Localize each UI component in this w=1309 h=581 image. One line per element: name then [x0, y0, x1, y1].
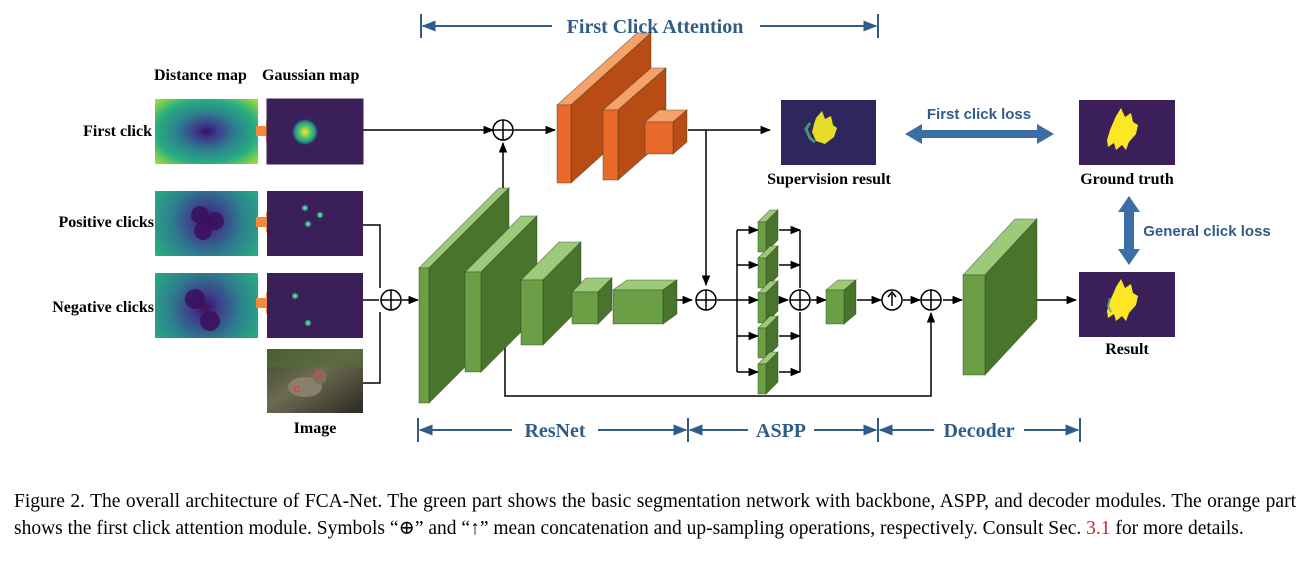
positive-clicks-label: Positive clicks [58, 214, 154, 231]
aspp-branch-2 [757, 245, 779, 289]
first-click-attention-span: First Click Attention [420, 14, 879, 38]
decoder-block [962, 217, 1038, 377]
first-click-attention-label: First Click Attention [567, 16, 744, 38]
decoder-label: Decoder [943, 420, 1014, 442]
image-label: Image [294, 420, 337, 437]
distance-map-negative-clicks [155, 273, 258, 338]
input-image [267, 349, 363, 413]
bottom-section-span: ResNet ASPP Decoder [417, 418, 1081, 442]
resnet-block-4 [571, 277, 613, 325]
distance-map-positive-clicks [155, 191, 258, 256]
distance-map-first-click [155, 99, 258, 164]
aspp-output-block [824, 279, 858, 325]
concat-symbol-aspp [789, 289, 811, 311]
concat-symbol-decoder [920, 289, 942, 311]
first-click-loss-label: First click loss [927, 106, 1031, 123]
concat-symbol-first-click [492, 119, 514, 141]
fca-net-diagram: First Click Attention ResNet ASPP Decode… [52, 14, 1271, 442]
gaussian-map-first-click [266, 98, 364, 165]
supervision-result-label: Supervision result [767, 171, 891, 188]
resnet-label: ResNet [524, 420, 585, 442]
upsample-symbol [881, 289, 903, 311]
figure-caption: Figure 2. The overall architecture of FC… [14, 488, 1296, 542]
ground-truth-label: Ground truth [1080, 171, 1174, 188]
resnet-block-2 [464, 215, 538, 373]
aspp-label: ASPP [756, 420, 806, 442]
gaussian-map-negative-clicks [267, 273, 363, 338]
caption-text-end: for more details. [1110, 518, 1244, 539]
fca-block-2 [601, 67, 668, 181]
caption-text: Figure 2. The overall architecture of FC… [14, 491, 1296, 539]
caption-section-ref[interactable]: 3.1 [1086, 518, 1111, 539]
supervision-result-map [781, 100, 876, 165]
aspp-branch-5 [757, 351, 779, 395]
aspp-branch-1 [757, 209, 779, 253]
negative-clicks-label: Negative clicks [52, 299, 154, 316]
concat-symbol-backbone [695, 289, 717, 311]
network-blocks [418, 32, 1038, 404]
concat-symbol-input [380, 289, 402, 311]
fca-block-3 [643, 109, 689, 155]
resnet-block-5 [611, 279, 679, 325]
gaussian-map-heading: Gaussian map [262, 67, 359, 84]
gaussian-map-positive-clicks [267, 191, 363, 256]
first-click-loss-arrow [905, 124, 1054, 144]
ground-truth-map [1079, 100, 1175, 165]
result-label: Result [1105, 341, 1149, 358]
distance-map-heading: Distance map [154, 67, 247, 84]
aspp-branch-3 [757, 280, 779, 324]
resnet-block-3 [520, 241, 582, 346]
result-map [1079, 272, 1175, 337]
general-click-loss-arrow [1118, 196, 1140, 265]
general-click-loss-label: General click loss [1143, 223, 1271, 240]
first-click-label: First click [83, 123, 152, 140]
